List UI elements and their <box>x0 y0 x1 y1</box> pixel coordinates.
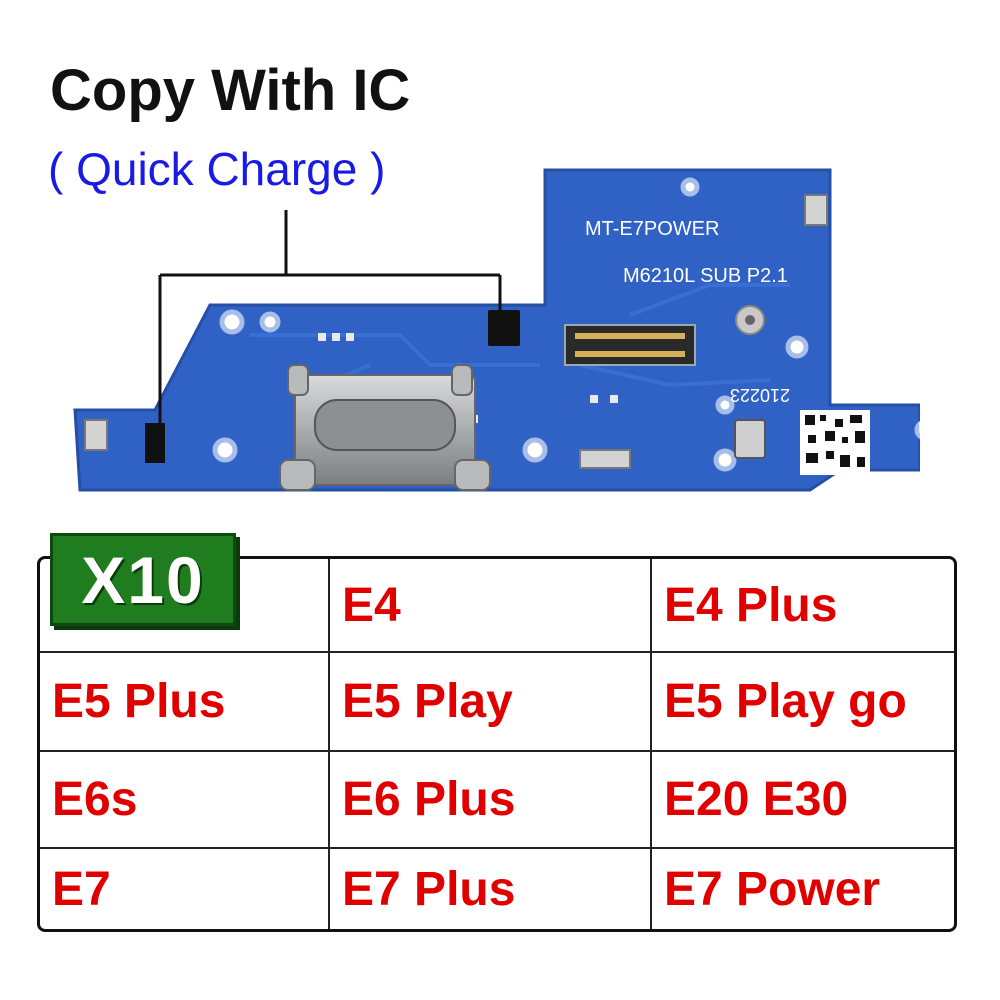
charging-port-board-image: MT-E7POWER M6210L SUB P2.1 210223 RU <box>73 168 920 492</box>
quantity-badge: X10 <box>50 533 236 626</box>
spring-contact-3 <box>579 449 631 469</box>
ic-chip-1 <box>488 310 520 346</box>
model-cell: E5 Play <box>330 653 652 752</box>
microphone <box>734 419 766 459</box>
mount-hole-9 <box>715 395 735 415</box>
silkscreen-region: RU <box>918 420 920 437</box>
model-cell: E6 Plus <box>330 752 652 849</box>
mount-hole-6 <box>785 335 809 359</box>
mount-hole-5 <box>713 448 737 472</box>
ic-chip-2 <box>145 423 165 463</box>
mount-hole-1 <box>219 309 245 335</box>
model-cell: E7 Power <box>664 862 881 916</box>
spring-contact-1 <box>84 419 108 451</box>
mount-hole-7 <box>914 420 920 440</box>
page-title: Copy With IC <box>50 58 411 123</box>
model-cell: E20 E30 <box>652 752 954 849</box>
model-cell: E4 <box>330 559 652 653</box>
mount-hole-8 <box>680 177 700 197</box>
model-cell: E7 Plus <box>330 849 652 929</box>
ic-callout-lines <box>158 210 502 423</box>
mount-hole-4 <box>522 437 548 463</box>
silkscreen-model: MT-E7POWER <box>585 218 719 240</box>
page-subtitle: ( Quick Charge ) <box>48 143 386 195</box>
flex-connector <box>564 324 696 366</box>
usb-c-port <box>279 364 491 491</box>
compatible-models-table: E4 E4 Plus E5 Plus E5 Play E5 Play go E6… <box>37 556 957 932</box>
model-cell <box>40 559 330 653</box>
mount-hole-2 <box>259 311 281 333</box>
mount-hole-3 <box>212 437 238 463</box>
model-cell: E4 Plus <box>652 559 954 653</box>
qr-code <box>800 410 870 475</box>
silkscreen-date: 210223 <box>730 385 790 405</box>
model-cell: E5 Play go <box>652 653 954 752</box>
model-cell: E7 <box>40 849 330 929</box>
spring-contact-2 <box>804 194 828 226</box>
model-cell: E6s <box>40 752 330 849</box>
model-cell: E5 Plus <box>40 653 330 752</box>
silkscreen-sub: M6210L SUB P2.1 <box>623 265 788 287</box>
